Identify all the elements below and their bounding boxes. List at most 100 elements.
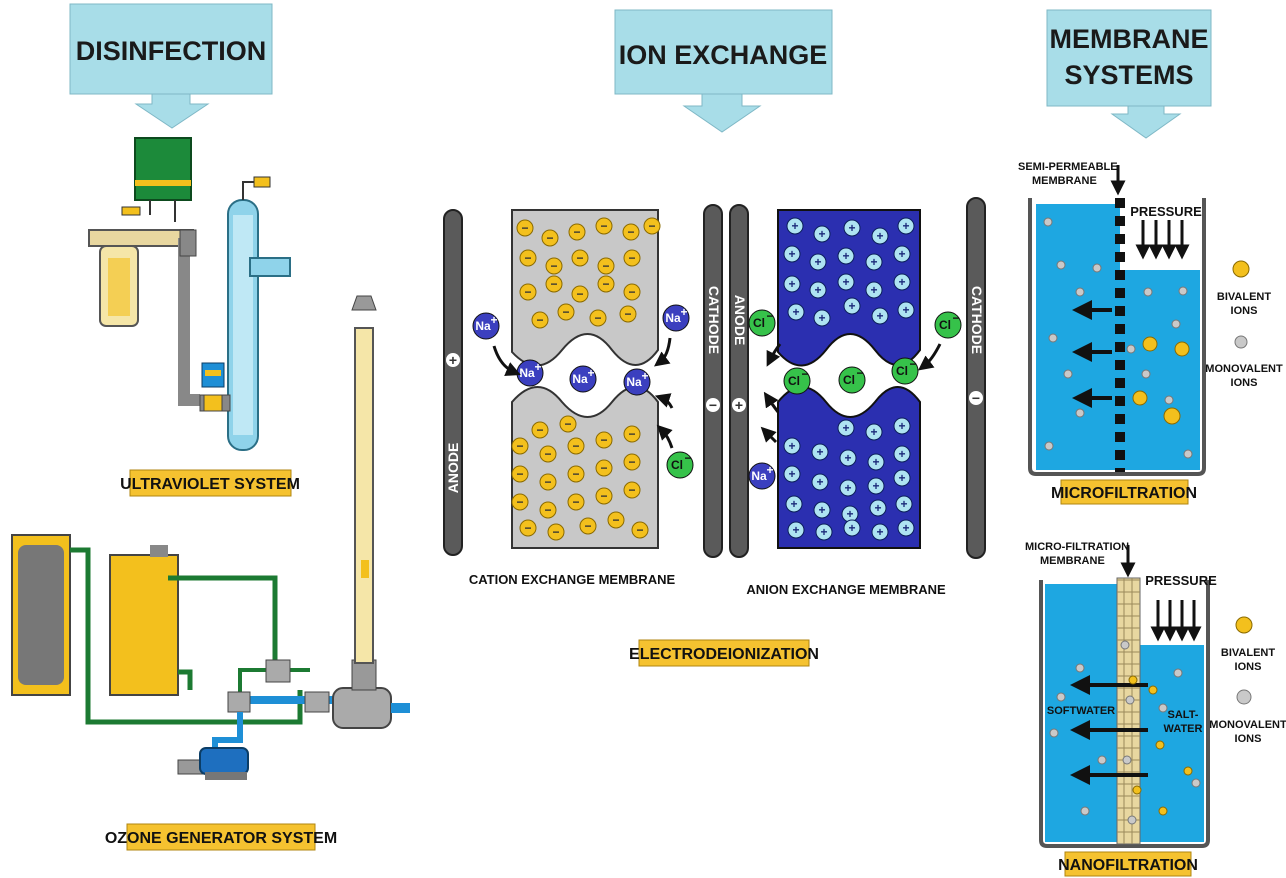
svg-text:+: + xyxy=(490,313,497,327)
fixed-positive-charge-sign: + xyxy=(844,481,851,495)
fixed-negative-charge-sign: − xyxy=(600,219,607,233)
fixed-positive-charge xyxy=(837,419,855,437)
fixed-negative-charge-sign: − xyxy=(573,225,580,239)
fixed-positive-charge-sign: + xyxy=(816,445,823,459)
fixed-positive-charge xyxy=(787,521,805,539)
fixed-negative-charge xyxy=(539,473,557,491)
fixed-negative-charge-sign: − xyxy=(576,287,583,301)
fixed-negative-charge-sign: − xyxy=(524,285,531,299)
micro-filtration-membrane-line1: MICRO-FILTRATION xyxy=(1025,541,1129,553)
fixed-negative-charge xyxy=(541,229,559,247)
fixed-positive-charge-sign: + xyxy=(791,219,798,233)
fixed-negative-charge-sign: − xyxy=(628,427,635,441)
svg-text:Na: Na xyxy=(475,319,491,333)
sodium-ion: Na + xyxy=(472,312,500,340)
fixed-positive-charge xyxy=(893,273,911,291)
fixed-positive-charge-sign: + xyxy=(872,455,879,469)
fixed-positive-charge-sign: + xyxy=(820,525,827,539)
fixed-negative-charge xyxy=(631,521,649,539)
microfiltration-label-tag: MICROFILTRATION xyxy=(1051,479,1197,505)
fixed-positive-charge-sign: + xyxy=(900,497,907,511)
fixed-negative-charge xyxy=(516,219,534,237)
fixed-negative-charge xyxy=(595,431,613,449)
fixed-positive-charge xyxy=(843,219,861,237)
fixed-negative-charge xyxy=(539,501,557,519)
fixed-positive-charge-sign: + xyxy=(870,283,877,297)
fixed-positive-charge xyxy=(813,225,831,243)
cation-membrane-fixed-charges: −−−−−−−−−−−−−−−−−−−−−−−−−−−−−−−−−−−−−−−−… xyxy=(511,217,661,541)
anode-left-plus: + xyxy=(449,352,457,368)
sodium-ion: Na + xyxy=(662,304,690,332)
fixed-positive-charge xyxy=(867,453,885,471)
fixed-negative-charge xyxy=(595,487,613,505)
fixed-negative-charge xyxy=(571,285,589,303)
svg-text:Na: Na xyxy=(572,372,588,386)
fixed-negative-charge xyxy=(623,283,641,301)
svg-text:MONOVALENT: MONOVALENT xyxy=(1205,363,1283,375)
micro-legend: BIVALENT IONS MONOVALENT IONS xyxy=(1205,260,1283,389)
fixed-positive-charge xyxy=(869,499,887,517)
fixed-positive-charge-sign: + xyxy=(902,521,909,535)
fixed-negative-charge xyxy=(511,493,529,511)
fixed-negative-charge xyxy=(643,217,661,235)
fixed-negative-charge-sign: − xyxy=(536,313,543,327)
fixed-negative-charge-sign: − xyxy=(648,219,655,233)
svg-text:+: + xyxy=(766,463,773,477)
fixed-positive-charge-sign: + xyxy=(898,471,905,485)
fixed-positive-charge xyxy=(783,437,801,455)
ion-migration-arrows xyxy=(492,337,942,449)
fixed-negative-charge xyxy=(519,283,537,301)
fixed-negative-charge-sign: − xyxy=(627,225,634,239)
fixed-negative-charge-sign: − xyxy=(628,483,635,497)
sodium-ion: Na + xyxy=(623,368,651,396)
electrodeionization-label-tag: ELECTRODEIONIZATION xyxy=(629,639,819,667)
fixed-negative-charge-sign: − xyxy=(562,305,569,319)
chloride-ion: Cl − xyxy=(838,366,866,394)
anode-left-label: ANODE xyxy=(445,443,461,494)
fixed-positive-charge-sign: + xyxy=(788,277,795,291)
svg-text:−: − xyxy=(856,366,863,380)
fixed-positive-charge-sign: + xyxy=(790,497,797,511)
fixed-negative-charge-sign: − xyxy=(546,231,553,245)
svg-text:IONS: IONS xyxy=(1231,377,1258,389)
fixed-positive-charge xyxy=(787,303,805,321)
fixed-positive-charge-sign: + xyxy=(788,439,795,453)
electrodeionization-label: ELECTRODEIONIZATION xyxy=(629,646,819,663)
micro-filtration-membrane-line2: MEMBRANE xyxy=(1040,555,1105,567)
semi-permeable-line1: SEMI-PERMEABLE xyxy=(1018,161,1118,173)
saltwater-label-line2: WATER xyxy=(1164,723,1203,735)
fixed-negative-charge-sign: − xyxy=(636,523,643,537)
fixed-positive-charge xyxy=(893,469,911,487)
fixed-positive-charge xyxy=(843,519,861,537)
fixed-negative-charge xyxy=(619,305,637,323)
fixed-positive-charge xyxy=(809,253,827,271)
fixed-negative-charge-sign: − xyxy=(628,285,635,299)
pressure-arrows xyxy=(1135,220,1190,260)
fixed-positive-charge-sign: + xyxy=(898,447,905,461)
svg-text:Cl: Cl xyxy=(896,364,908,378)
disinfection-title: DISINFECTION xyxy=(76,36,267,66)
fixed-positive-charge-sign: + xyxy=(844,451,851,465)
ozone-label: OZONE GENERATOR SYSTEM xyxy=(105,830,337,847)
fixed-negative-charge-sign: − xyxy=(544,475,551,489)
fixed-negative-charge xyxy=(547,523,565,541)
fixed-negative-charge-sign: − xyxy=(524,251,531,265)
svg-text:−: − xyxy=(952,311,959,325)
fixed-negative-charge-sign: − xyxy=(572,495,579,509)
nanofiltration-label-tag: NANOFILTRATION xyxy=(1058,851,1198,877)
fixed-negative-charge xyxy=(607,511,625,529)
fixed-negative-charge xyxy=(623,453,641,471)
svg-text:−: − xyxy=(801,367,808,381)
svg-text:IONS: IONS xyxy=(1231,305,1258,317)
fixed-positive-charge xyxy=(786,217,804,235)
fixed-positive-charge xyxy=(871,307,889,325)
membrane-systems-callout: MEMBRANE SYSTEMS xyxy=(1046,9,1212,139)
fixed-negative-charge-sign: − xyxy=(516,439,523,453)
fixed-negative-charge xyxy=(571,249,589,267)
svg-text:BIVALENT: BIVALENT xyxy=(1221,647,1275,659)
electrode-anode-left: + ANODE xyxy=(443,209,463,556)
fixed-positive-charge-sign: + xyxy=(846,507,853,521)
fixed-negative-charge-sign: − xyxy=(602,277,609,291)
fixed-positive-charge-sign: + xyxy=(874,501,881,515)
cathode-mid-minus: − xyxy=(709,397,717,413)
